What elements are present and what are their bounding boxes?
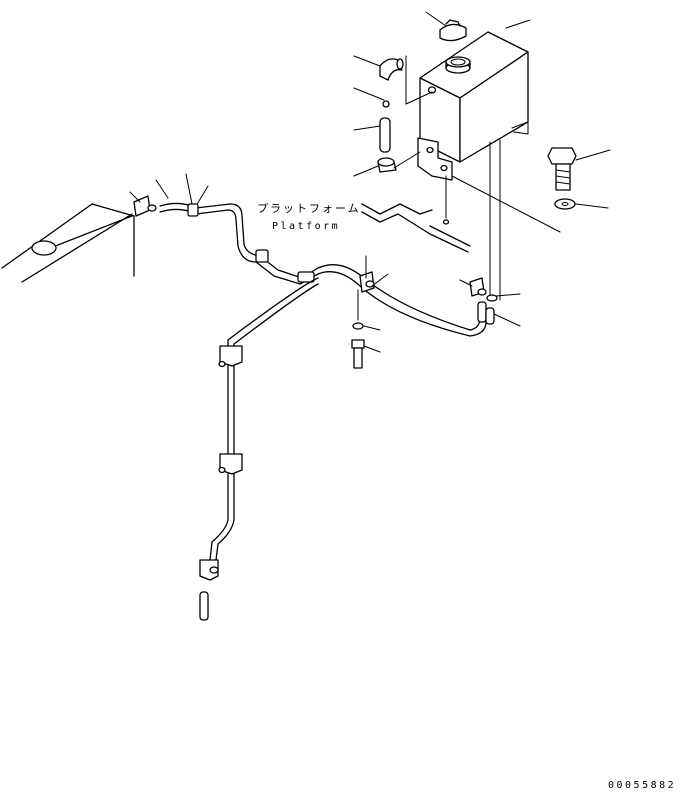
filler-cap bbox=[439, 19, 467, 42]
hose-end bbox=[199, 591, 209, 621]
clamp-middle bbox=[359, 271, 375, 293]
o-ring bbox=[382, 100, 390, 108]
clamp-lower-3 bbox=[199, 559, 219, 581]
tube bbox=[379, 117, 391, 153]
figure-code: 00055882 bbox=[608, 780, 676, 791]
platform-outline bbox=[361, 203, 471, 253]
washer bbox=[554, 198, 576, 210]
hose-lower bbox=[209, 277, 319, 561]
union-nut bbox=[377, 157, 397, 173]
clamp-right bbox=[469, 277, 487, 297]
hose-right bbox=[317, 264, 487, 337]
hose-upper bbox=[159, 202, 319, 285]
clamp-lower-1 bbox=[218, 345, 243, 368]
machine-body bbox=[1, 203, 135, 283]
bolt bbox=[547, 147, 577, 191]
washer-middle bbox=[352, 322, 364, 330]
clamp-left bbox=[133, 195, 157, 217]
elbow-fitting bbox=[379, 58, 404, 81]
clamp-lower-2 bbox=[218, 453, 243, 475]
tank-bracket bbox=[417, 137, 453, 181]
fitting-right bbox=[477, 294, 498, 325]
bolt-middle bbox=[351, 339, 365, 369]
platform-label-en: Platform bbox=[272, 221, 340, 232]
platform-label-jp: プラットフォーム bbox=[257, 202, 361, 215]
